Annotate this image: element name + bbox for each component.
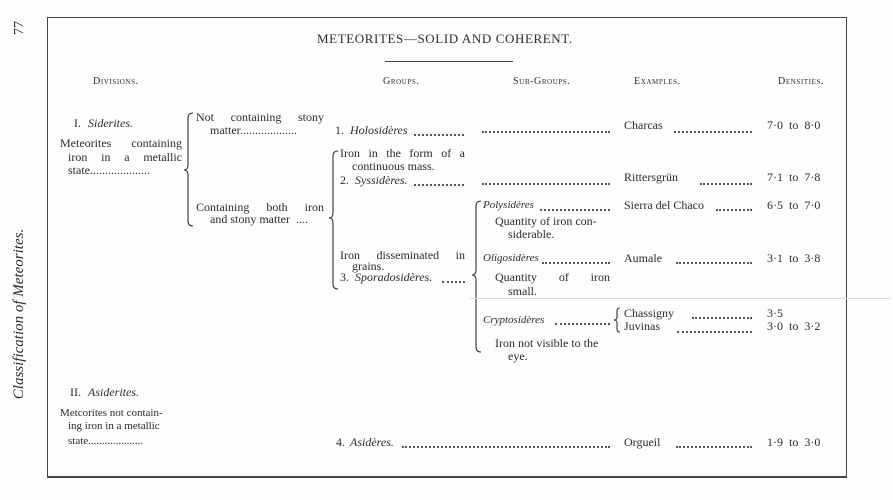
group-number: 2. [340,173,349,187]
density-value: 3·1 to 3·8 [767,251,821,265]
group-number: 4. [336,435,345,449]
example-name: Orgueil [624,435,661,449]
dot-leader [442,271,465,283]
subgroup-name: Polysidères [483,199,534,211]
dot-leader [482,173,610,185]
group-desc: grains. [352,259,385,273]
subgroup-desc: eye. [508,349,528,363]
group-name: Holosidères [350,123,408,137]
example-name: Aumale [624,251,662,265]
frame-top-rule [47,17,847,18]
frame-left-rule [47,17,48,477]
dot-leader [482,121,610,133]
frame-right-rule [846,17,847,477]
subdivision-text: and stony matter .... [210,212,308,226]
subdivision-text: Containing both iron [196,200,324,214]
division-numeral: II. [70,385,81,399]
density-value: 6·5 to 7·0 [767,198,821,212]
title-underline [385,61,513,62]
subgroup-desc: Quantity of iron [495,270,610,284]
faint-scan-line [470,298,890,299]
dot-leader [414,174,464,186]
density-value: 1·9 to 3·0 [767,435,821,449]
dot-leader [700,173,752,185]
subgroup-desc: Quantity of iron con- [495,214,597,228]
header-examples: Examples. [634,76,681,87]
dot-leader [414,124,464,136]
example-name: Rittersgrün [624,170,678,184]
dot-leader [402,436,610,448]
division-desc: iron in a metallic [68,150,182,164]
subdivision-text: Not containing stony [196,110,324,124]
dot-leader [676,436,752,448]
group-name: Sporadosidères. [355,270,433,284]
group-number: 3. [340,270,349,284]
dot-leader [677,321,752,333]
subgroup-desc: siderable. [508,227,555,241]
division-numeral: I. [74,116,81,130]
header-divisions: Divisions. [93,76,139,87]
division-desc: Meteorites containing [60,136,182,150]
subdivision-text: matter................... [210,123,297,137]
division-desc: state.................... [68,163,150,177]
dot-leader [555,313,610,325]
example-name: Juvinas [624,319,660,333]
brace-sporadosideres-icon [471,200,482,353]
dot-leader [676,252,752,264]
group-name: Asidères. [350,435,394,449]
dot-leader [716,199,752,211]
example-name: Charcas [624,118,663,132]
group-desc: Iron in the form of a [340,146,465,160]
subgroup-desc: Iron not visible to the [495,336,599,350]
brace-mixed-icon [328,150,339,290]
dot-leader [692,307,752,319]
header-densities: Densities. [778,76,825,87]
subgroup-desc: small. [508,284,537,298]
subgroup-name: Oligosidères [483,252,539,264]
dot-leader [674,121,752,133]
subgroup-name: Cryptosidères [483,314,545,326]
header-groups: Groups. [383,76,420,87]
brace-cryptosideres-icon [613,307,621,333]
group-desc: Iron disseminated in [340,248,465,262]
density-value: 3·0 to 3·2 [767,319,821,333]
density-value: 3·5 [767,306,783,320]
group-desc: continuous mass. [352,159,435,173]
brace-divisions-icon [183,112,194,227]
example-name: Chassigny [624,306,675,320]
division-desc: state.................... [68,435,144,447]
group-name: Syssidères. [355,173,408,187]
dot-leader [540,199,610,211]
table-title: METEORITES—SOLID AND COHERENT. [317,31,573,46]
header-sub-groups: Sub-Groups. [513,76,571,87]
division-name: Asiderites. [88,385,139,399]
dot-leader [542,252,610,264]
density-value: 7·1 to 7·8 [767,170,821,184]
division-desc: ing iron in a metallic [68,420,160,432]
running-title: Classification of Meteorites. [11,228,27,400]
group-number: 1. [335,123,344,137]
page-number: 77 [12,21,27,35]
frame-bottom-rule [47,476,847,478]
division-desc: Metcorites not contain- [60,407,163,419]
density-value: 7·0 to 8·0 [767,118,821,132]
example-name: Sierra del Chaco [624,198,704,212]
division-name: Siderites. [88,116,133,130]
